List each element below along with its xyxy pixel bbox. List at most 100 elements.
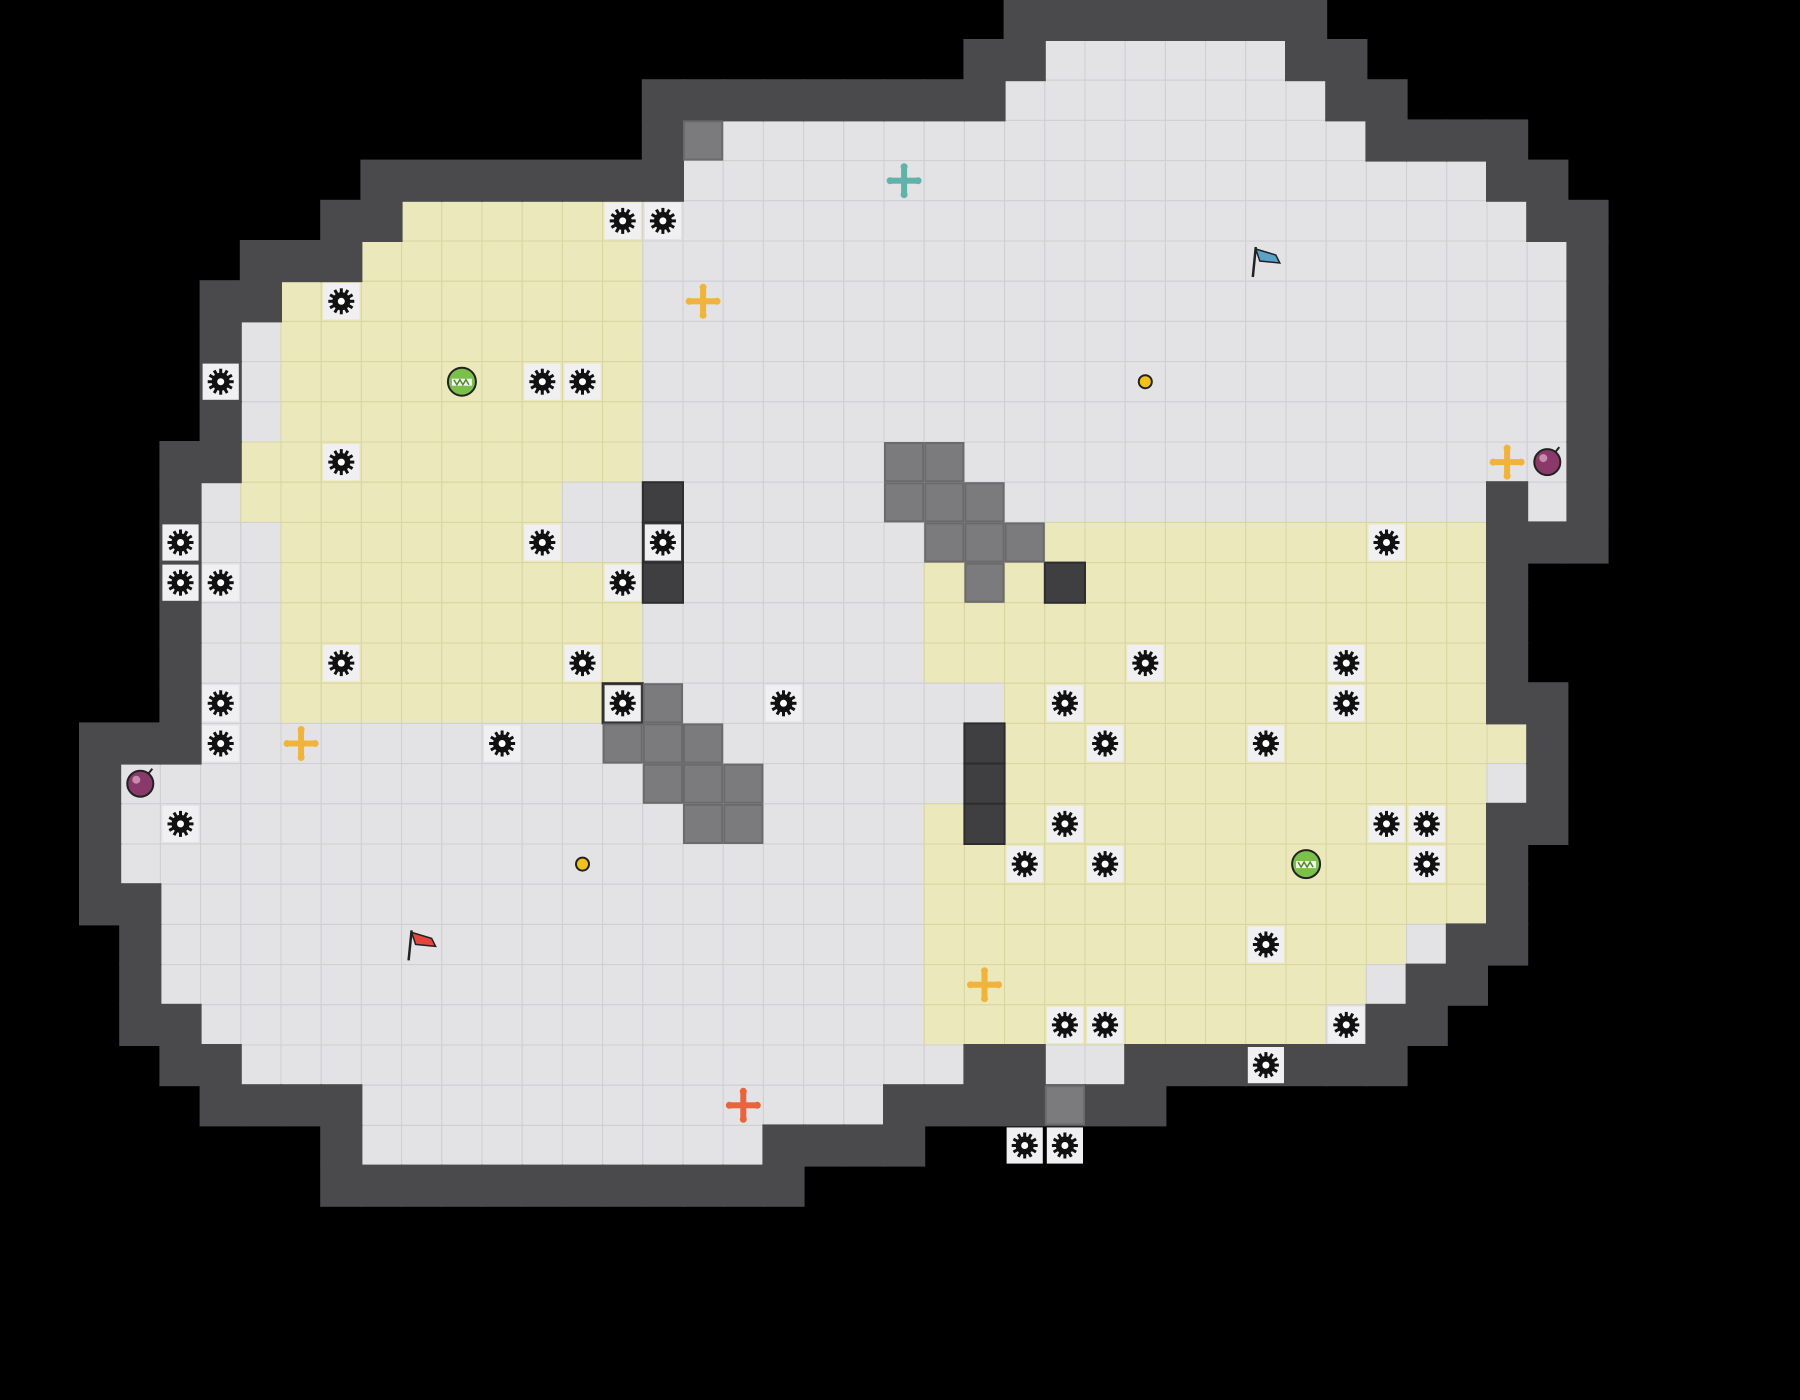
teal-cross-icon[interactable]	[886, 163, 922, 199]
orange-cross-icon[interactable]	[283, 726, 319, 761]
cross-tip	[297, 754, 305, 761]
floor-tile	[360, 562, 403, 604]
bomb-icon[interactable]	[1533, 446, 1562, 477]
floor-tile	[401, 682, 443, 724]
floor-tile	[1164, 843, 1207, 885]
floor-tile	[1004, 79, 1046, 121]
floor-tile	[1124, 79, 1166, 121]
mine-center	[337, 659, 345, 667]
floor-tile	[441, 320, 483, 363]
mine-center	[1423, 820, 1431, 828]
floor-tile	[1365, 280, 1408, 322]
cross-tip	[713, 297, 721, 305]
floor-tile	[1365, 160, 1408, 202]
floor-tile	[722, 361, 764, 403]
wall-tile	[79, 802, 122, 845]
floor-tile	[1245, 521, 1287, 564]
orange-cross-icon[interactable]	[1489, 444, 1525, 480]
floor-tile	[1446, 320, 1488, 363]
green-token-icon[interactable]	[1291, 849, 1322, 880]
floor-tile	[441, 1084, 483, 1126]
floor-tile	[963, 441, 1006, 483]
floor-tile	[401, 562, 443, 604]
wall-tile	[1405, 119, 1448, 162]
red-flag-icon[interactable]	[407, 930, 437, 961]
floor-tile	[280, 320, 322, 363]
floor-tile	[963, 119, 1006, 162]
floor-tile	[1285, 883, 1327, 925]
floor-tile	[521, 200, 563, 242]
wall-tile	[199, 320, 242, 363]
wall-tile	[1526, 722, 1569, 765]
coin-icon[interactable]	[575, 856, 590, 872]
floor-tile	[642, 361, 684, 403]
green-token-icon[interactable]	[446, 366, 477, 397]
floor-tile	[401, 964, 443, 1006]
floor-tile	[1486, 280, 1528, 322]
floor-tile	[521, 401, 563, 443]
mine-center	[538, 378, 546, 386]
floor-tile	[1406, 602, 1448, 644]
floor-tile	[843, 1084, 885, 1126]
mine-center	[1342, 1021, 1350, 1029]
red-cross-icon[interactable]	[725, 1087, 761, 1123]
floor-tile	[360, 803, 403, 845]
orange-cross-icon[interactable]	[967, 967, 1002, 1003]
mine-center	[217, 579, 225, 587]
floor-tile	[1285, 200, 1327, 242]
wall-chunk	[963, 762, 1006, 805]
floor-tile	[1205, 160, 1247, 202]
floor-tile	[762, 481, 805, 523]
floor-tile	[602, 923, 644, 966]
floor-tile	[1325, 763, 1367, 805]
wall-tile	[641, 79, 684, 122]
floor-tile	[360, 602, 403, 644]
floor-tile	[320, 883, 362, 925]
floor-tile	[1406, 320, 1448, 363]
floor-tile	[843, 1044, 885, 1086]
floor-tile	[1486, 361, 1528, 403]
floor-tile	[401, 843, 443, 885]
floor-tile	[240, 964, 282, 1006]
mine-center	[1383, 820, 1390, 828]
bomb-icon[interactable]	[126, 768, 155, 798]
coin-icon[interactable]	[1137, 374, 1153, 390]
floor-tile	[1164, 763, 1207, 805]
mine-center	[1342, 699, 1350, 707]
floor-tile	[843, 682, 885, 724]
floor-tile	[923, 280, 965, 322]
floor-tile	[923, 964, 965, 1006]
floor-tile	[1164, 562, 1207, 604]
floor-tile	[963, 280, 1006, 322]
floor-tile	[561, 1124, 604, 1167]
wall-tile	[159, 1044, 202, 1087]
floor-tile	[883, 320, 925, 363]
floor-tile	[1285, 320, 1327, 363]
floor-tile	[762, 602, 805, 644]
floor-tile	[481, 642, 523, 684]
cross-tip	[685, 297, 693, 305]
token-zigzag	[453, 378, 470, 387]
floor-tile	[843, 160, 885, 202]
floor-tile	[1004, 883, 1046, 925]
floor-tile	[1446, 401, 1488, 443]
floor-tile	[561, 320, 604, 363]
floor-tile	[1406, 361, 1448, 403]
wall-tile	[1526, 802, 1569, 845]
wall-tile	[1204, 1044, 1247, 1087]
cross-tip	[1503, 472, 1511, 480]
floor-tile	[1164, 361, 1207, 403]
spike-mine-icon	[609, 569, 636, 596]
floor-tile	[1044, 79, 1086, 121]
wall-tile	[400, 159, 443, 202]
floor-tile	[1124, 160, 1166, 202]
floor-tile	[1044, 481, 1086, 523]
floor-tile	[803, 280, 845, 322]
floor-tile	[521, 1124, 563, 1167]
floor-tile	[360, 441, 403, 483]
floor-tile	[1084, 240, 1126, 282]
blue-flag-icon[interactable]	[1251, 246, 1282, 278]
orange-cross-icon[interactable]	[685, 283, 721, 319]
floor-tile	[843, 320, 885, 363]
floor-tile	[883, 642, 925, 684]
